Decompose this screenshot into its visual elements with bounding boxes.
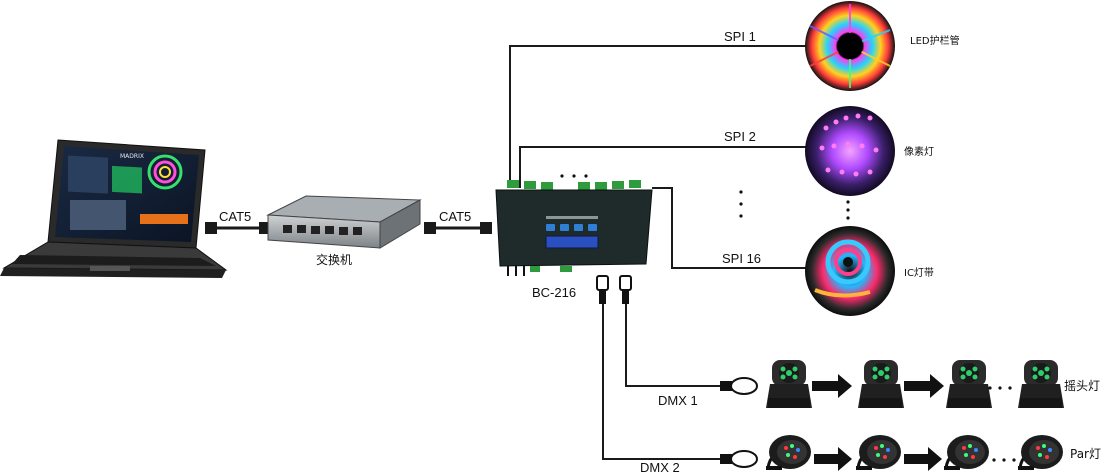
controller-label: BC-216 — [532, 285, 576, 300]
spi1-wire — [509, 45, 808, 188]
ic-strip-label: IC灯带 — [904, 267, 934, 279]
pixel-light-label: 像素灯 — [904, 145, 934, 158]
ellipsis-dots-controller — [560, 174, 588, 178]
dmx1-wire — [625, 304, 722, 387]
arrow-right-icon — [904, 447, 942, 471]
led-tube-photo — [805, 1, 895, 91]
laptop-icon: MADRIX — [0, 139, 228, 278]
cat5-left-label: CAT5 — [219, 209, 251, 224]
cat5-right-label: CAT5 — [439, 209, 471, 224]
spi-controller-icon — [495, 180, 653, 304]
moving-head-label: 摇头灯 — [1064, 379, 1100, 393]
dmx1-xlr-plug — [720, 377, 758, 395]
ellipsis-dots-dmx1 — [988, 386, 1012, 390]
arrow-right-icon — [904, 374, 944, 398]
led-tube-label: LED护栏管 — [910, 34, 960, 47]
moving-head-light-icon — [1018, 360, 1064, 408]
wires — [210, 45, 808, 460]
arrow-right-icon — [812, 374, 852, 398]
spi2-label: SPI 2 — [724, 129, 756, 144]
moving-head-light-icon — [766, 360, 812, 408]
dmx2-wire — [602, 304, 722, 460]
par-can-light-icon — [1018, 435, 1063, 470]
switch-label: 交换机 — [316, 252, 352, 267]
ellipsis-dots-spi — [739, 190, 850, 220]
par-can-light-icon — [856, 435, 901, 470]
arrow-right-icon — [814, 447, 852, 471]
network-switch-icon — [266, 195, 422, 249]
ic-strip-photo — [805, 226, 895, 316]
par-can-light-icon — [766, 435, 811, 470]
ellipsis-dots-dmx2 — [992, 458, 1016, 462]
dmx-output-plugs — [596, 275, 632, 304]
spi16-label: SPI 16 — [722, 251, 761, 266]
par-light-label: Par灯 — [1070, 447, 1101, 461]
dmx2-label: DMX 2 — [640, 460, 680, 475]
spi2-wire — [519, 146, 808, 188]
dmx1-label: DMX 1 — [658, 393, 698, 408]
spi16-wire — [652, 187, 808, 269]
spi1-label: SPI 1 — [724, 29, 756, 44]
pixel-light-photo — [805, 106, 895, 196]
dmx2-xlr-plug — [720, 450, 758, 468]
moving-head-light-icon — [858, 360, 904, 408]
software-logo: MADRIX — [120, 153, 144, 160]
moving-head-light-icon — [946, 360, 992, 408]
par-can-light-icon — [944, 435, 989, 470]
